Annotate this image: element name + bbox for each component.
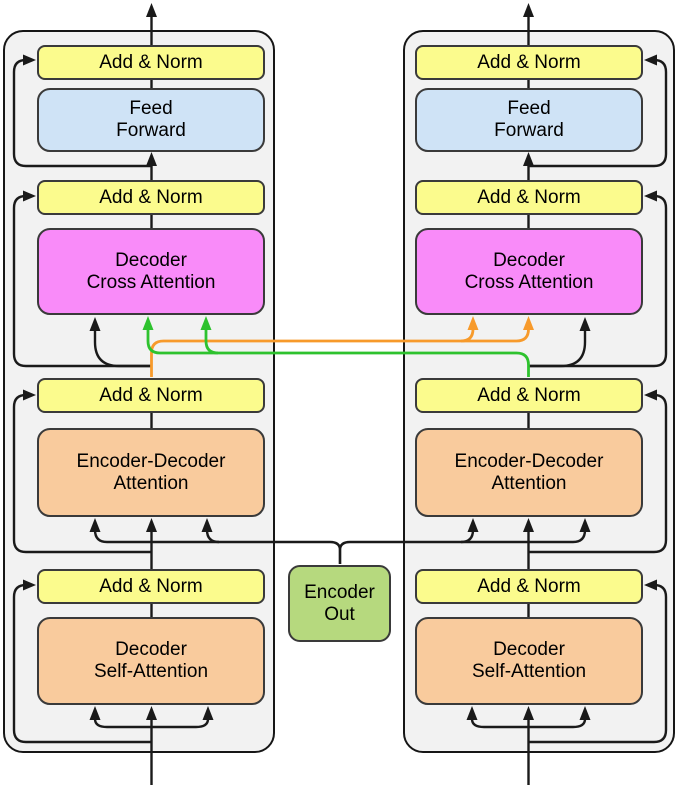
right-feed-forward: Feed Forward bbox=[415, 88, 643, 152]
left-add-norm-encdec: Add & Norm bbox=[37, 378, 265, 413]
left-add-norm-cross: Add & Norm bbox=[37, 180, 265, 215]
left-cross-attention: Decoder Cross Attention bbox=[37, 228, 265, 315]
right-add-norm-self: Add & Norm bbox=[415, 569, 643, 604]
left-encoder-decoder-attention: Encoder-Decoder Attention bbox=[37, 428, 265, 517]
right-add-norm-encdec: Add & Norm bbox=[415, 378, 643, 413]
encoder-out: Encoder Out bbox=[288, 565, 391, 642]
right-add-norm-cross: Add & Norm bbox=[415, 180, 643, 215]
right-output-arrowhead bbox=[523, 3, 534, 17]
right-self-attention: Decoder Self-Attention bbox=[415, 617, 643, 705]
right-add-norm-ff: Add & Norm bbox=[415, 45, 643, 80]
left-add-norm-self: Add & Norm bbox=[37, 569, 265, 604]
left-self-attention: Decoder Self-Attention bbox=[37, 617, 265, 705]
right-cross-attention: Decoder Cross Attention bbox=[415, 228, 643, 315]
left-feed-forward: Feed Forward bbox=[37, 88, 265, 152]
right-encoder-decoder-attention: Encoder-Decoder Attention bbox=[415, 428, 643, 517]
left-add-norm-ff: Add & Norm bbox=[37, 45, 265, 80]
left-output-arrowhead bbox=[146, 3, 157, 17]
